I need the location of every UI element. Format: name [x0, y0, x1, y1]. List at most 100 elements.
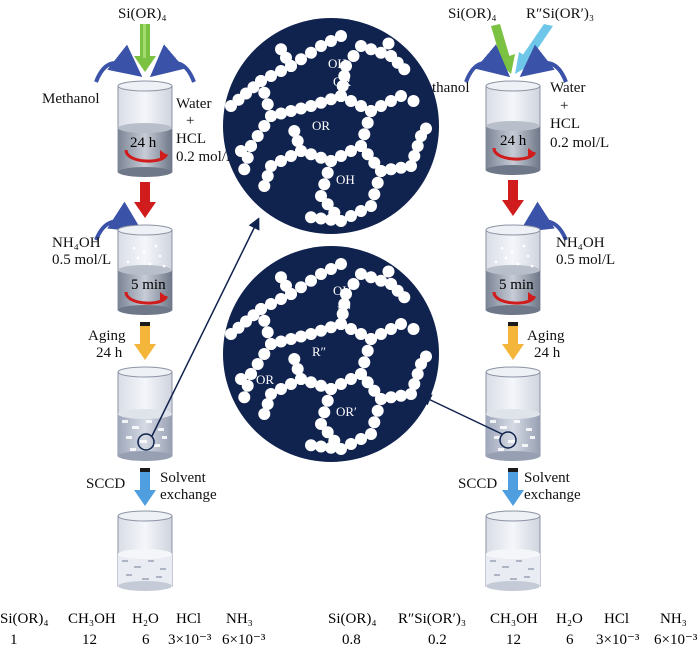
- silica-bead: [325, 93, 337, 106]
- silica-bead: [335, 150, 347, 162]
- silica-bead: [285, 105, 297, 117]
- silica-bead: [305, 376, 317, 389]
- silica-bead: [345, 373, 357, 385]
- right-nh4oh-curve-arrow: [519, 201, 568, 241]
- silica-bead: [336, 308, 349, 320]
- right-methanol-curve-arrow: [464, 44, 511, 83]
- ratio-left-header-3: HCl: [176, 611, 201, 627]
- silica-bead: [335, 378, 347, 390]
- silica-bead: [321, 394, 334, 407]
- ratio-left-value-4: 6×10⁻³: [222, 632, 266, 648]
- silica-bead: [251, 130, 264, 142]
- silica-bead: [335, 318, 347, 330]
- ratio-left-value-1: 12: [82, 632, 97, 648]
- right-beaker-1: 24 h: [485, 80, 541, 175]
- left-aging-label: Aging: [88, 328, 126, 344]
- silica-bead: [375, 165, 387, 177]
- right-beaker-4: [485, 510, 541, 591]
- silica-bead: [291, 363, 304, 375]
- silica-bead: [398, 291, 411, 304]
- ratio-right-header-0: Si(OR)₄: [328, 611, 377, 627]
- silica-bead: [382, 265, 395, 278]
- ratio-right-header-4: HCl: [604, 611, 629, 627]
- right-precursor2-label: R″Si(OR′)₃: [526, 6, 594, 22]
- silica-bead: [355, 433, 367, 445]
- silica-bead: [295, 53, 307, 66]
- left-beaker-3: [117, 366, 173, 461]
- silica-bead: [315, 190, 327, 202]
- silica-bead: [258, 120, 271, 132]
- silica-bead: [407, 95, 420, 107]
- silica-bead: [315, 418, 327, 430]
- silica-bead: [355, 40, 367, 52]
- ratio-right-header-2: CH₃OH: [490, 611, 538, 627]
- left-water-curve-arrow: [149, 44, 196, 83]
- silica-bead: [382, 37, 395, 50]
- silica-bead: [368, 416, 381, 429]
- silica-bead: [338, 70, 351, 82]
- left-precursor-arrow: [134, 24, 156, 72]
- silica-bead: [288, 125, 301, 137]
- silica-bead: [265, 298, 277, 310]
- silica-bead: [361, 344, 374, 357]
- ratio-right-header-5: NH₃: [660, 611, 687, 627]
- silica-bead: [368, 188, 381, 201]
- silica-bead: [325, 383, 337, 395]
- silica-bead: [405, 160, 417, 172]
- silica-bead: [305, 211, 317, 224]
- silica-bead: [408, 378, 421, 390]
- silica-bead: [325, 35, 337, 47]
- right-exchange-label: exchange: [524, 487, 581, 503]
- silica-bead: [365, 428, 377, 440]
- right-process: Si(OR)₄ R″Si(OR′)₃ Methanol Water + HCL …: [412, 6, 615, 591]
- left-blue-arrow: [134, 468, 156, 506]
- silica-bead: [371, 176, 384, 189]
- silica-bead: [358, 128, 371, 141]
- silica-bead: [261, 98, 274, 111]
- silica-bead: [335, 443, 347, 455]
- silica-bead: [275, 293, 287, 305]
- silica-bead: [375, 100, 387, 112]
- silica-bead: [347, 50, 360, 62]
- left-hcl-label: HCL: [176, 131, 206, 147]
- silica-bead: [265, 388, 277, 400]
- left-methanol-curve-arrow: [94, 44, 143, 83]
- silica-bead: [335, 215, 347, 227]
- silica-bead: [345, 323, 357, 335]
- ratio-left-value-3: 3×10⁻³: [168, 632, 212, 648]
- network-top-oh-2: OH: [336, 172, 355, 187]
- silica-bead: [275, 155, 287, 167]
- ratio-right-value-0: 0.8: [342, 632, 361, 648]
- silica-bead: [338, 298, 351, 310]
- ratio-right-value-2: 12: [506, 632, 521, 648]
- ratio-left-header-0: Si(OR)₄: [0, 611, 49, 627]
- left-beaker-2: 5 min: [117, 224, 173, 315]
- silica-bead: [355, 268, 367, 280]
- right-nh4oh-conc-label: 0.5 mol/L: [556, 252, 615, 268]
- silica-bead: [315, 96, 327, 109]
- silica-bead: [238, 391, 251, 404]
- silica-bead: [385, 163, 397, 176]
- left-beaker-4: [117, 510, 173, 591]
- silica-bead: [395, 161, 407, 174]
- silica-bead: [295, 281, 307, 294]
- left-methanol-label: Methanol: [42, 91, 100, 107]
- silica-bead: [258, 314, 271, 327]
- right-precursor1-label: Si(OR)₄: [448, 6, 497, 22]
- silica-bead: [395, 90, 407, 102]
- silica-bead: [385, 95, 397, 107]
- right-orange-arrow: [502, 322, 524, 360]
- silica-bead: [291, 135, 304, 147]
- network-bottom-oh: OH: [333, 283, 352, 298]
- right-sccd-label: SCCD: [458, 476, 497, 492]
- ratio-right-header-3: H₂O: [556, 611, 583, 627]
- silica-bead: [318, 178, 331, 191]
- silica-bead: [305, 148, 317, 161]
- silica-bead: [275, 271, 287, 284]
- silica-bead: [265, 110, 277, 122]
- right-beaker-3: [485, 366, 541, 461]
- right-solvent-label: Solvent: [524, 470, 571, 486]
- ratio-right-value-3: 6: [566, 632, 574, 648]
- right-aging-time-label: 24 h: [534, 345, 561, 361]
- silica-bead: [325, 155, 337, 167]
